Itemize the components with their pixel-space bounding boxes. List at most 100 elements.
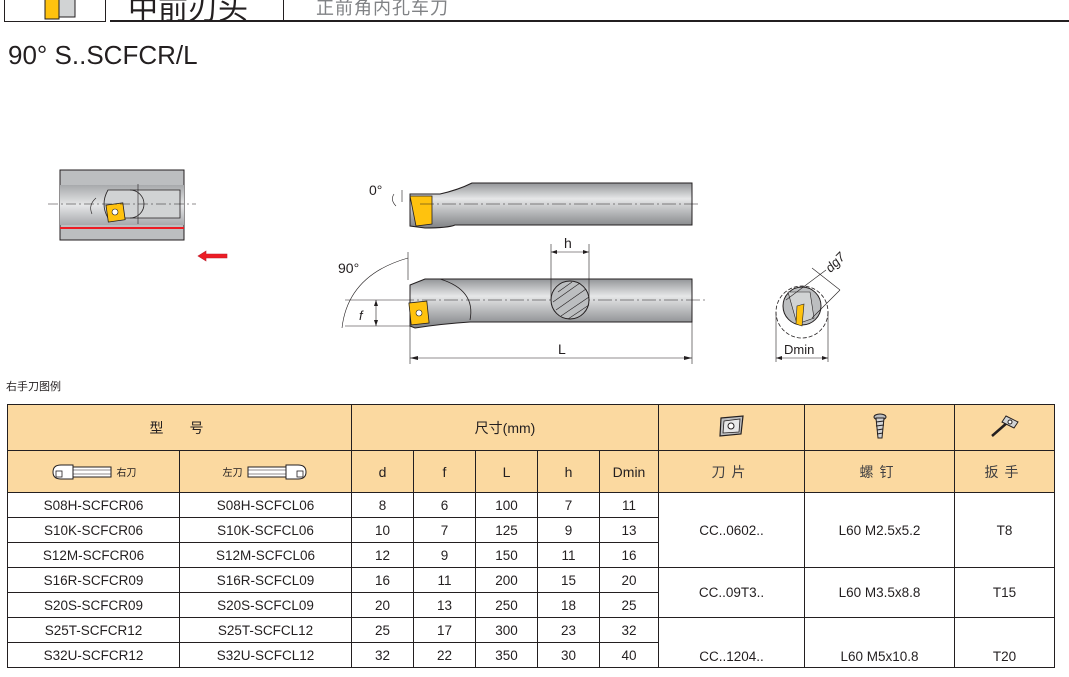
model-title: 90° S..SCFCR/L xyxy=(8,40,198,70)
col-screw: 螺钉 xyxy=(804,450,956,493)
left-hand-code: S08H-SCFCL06 xyxy=(179,492,352,518)
value-L: 150 xyxy=(475,542,538,568)
col-wrench: 扳手 xyxy=(954,450,1056,493)
value-d: 8 xyxy=(351,492,414,518)
left-hand-header: 左刀 xyxy=(179,450,352,493)
col-dmin: Dmin xyxy=(598,450,660,493)
right-hand-code: S08H-SCFCR06 xyxy=(7,492,180,518)
table-row: S08H-SCFCR06 S08H-SCFCL06 8 6 100 7 11 C… xyxy=(7,492,1056,568)
screw-code: L60 M3.5x8.8 xyxy=(804,567,956,618)
left-hand-label: 左刀 xyxy=(222,468,243,480)
value-dmin: 40 xyxy=(598,642,660,668)
value-h: 11 xyxy=(537,542,600,568)
value-f: 9 xyxy=(413,542,476,568)
value-h: 7 xyxy=(537,492,600,518)
col-L: L xyxy=(475,450,538,493)
value-h: 30 xyxy=(537,642,600,668)
col-d: d xyxy=(351,450,414,493)
technical-drawing: 0° h L f xyxy=(48,169,849,364)
value-f: 17 xyxy=(413,617,476,643)
value-d: 25 xyxy=(351,617,414,643)
table-header-row-1: 型 号 尺寸(mm) xyxy=(7,404,1056,451)
value-d: 32 xyxy=(351,642,414,668)
insert-code: CC..0602.. xyxy=(658,492,806,568)
wrench-icon xyxy=(954,404,1056,451)
dim-dg7-label: dg7 xyxy=(822,249,848,275)
top-view: 0° xyxy=(369,182,700,229)
screw-code: L60 M2.5x5.2 xyxy=(804,492,956,568)
screw-icon xyxy=(804,404,956,451)
header-tool-icon xyxy=(4,0,106,22)
value-h: 18 xyxy=(537,592,600,618)
application-view xyxy=(48,169,196,241)
spec-table: 型 号 尺寸(mm) 右刀 左刀 d f L h Dmin 刀片 螺钉 扳手 S… xyxy=(7,404,1056,668)
wrench-code: T15 xyxy=(954,567,1056,618)
right-hand-code: S20S-SCFCR09 xyxy=(7,592,180,618)
insert-icon xyxy=(658,404,806,451)
value-L: 350 xyxy=(475,642,538,668)
value-dmin: 13 xyxy=(598,517,660,543)
value-d: 10 xyxy=(351,517,414,543)
insert-code: CC..1204.. xyxy=(658,617,806,668)
value-h: 9 xyxy=(537,517,600,543)
end-view: dg7 Dmin xyxy=(775,249,849,362)
value-h: 15 xyxy=(537,567,600,593)
left-hand-code: S25T-SCFCL12 xyxy=(179,617,352,643)
left-hand-code: S12M-SCFCL06 xyxy=(179,542,352,568)
value-f: 6 xyxy=(413,492,476,518)
right-hand-header: 右刀 xyxy=(7,450,180,493)
angle-top-label: 0° xyxy=(369,182,382,198)
value-dmin: 32 xyxy=(598,617,660,643)
left-hand-code: S20S-SCFCL09 xyxy=(179,592,352,618)
screw-code: L60 M5x10.8 xyxy=(804,617,956,668)
value-L: 300 xyxy=(475,617,538,643)
col-insert: 刀片 xyxy=(658,450,806,493)
value-L: 100 xyxy=(475,492,538,518)
value-L: 250 xyxy=(475,592,538,618)
wrench-code: T8 xyxy=(954,492,1056,568)
value-f: 11 xyxy=(413,567,476,593)
right-hand-tool-icon xyxy=(52,464,112,480)
dim-h-label: h xyxy=(564,235,572,251)
table-row: S12M-SCFCR06 S12M-SCFCL06 12 9 150 11 16 xyxy=(7,542,1055,568)
value-d: 20 xyxy=(351,592,414,618)
header-rule xyxy=(110,20,1069,22)
wrench-code: T20 xyxy=(954,617,1056,668)
right-hand-code: S12M-SCFCR06 xyxy=(7,542,180,568)
table-row: S10K-SCFCR06 S10K-SCFCL06 10 7 125 9 13 xyxy=(7,517,1055,543)
insert-code: CC..09T3.. xyxy=(658,567,806,618)
header-model: 型 号 xyxy=(7,404,352,451)
right-hand-code: S16R-SCFCR09 xyxy=(7,567,180,593)
figure-caption: 右手刀图例 xyxy=(6,380,61,393)
dim-L-label: L xyxy=(558,341,566,357)
col-h: h xyxy=(537,450,600,493)
col-f: f xyxy=(413,450,476,493)
side-view: h L f 90° xyxy=(338,235,705,364)
value-f: 22 xyxy=(413,642,476,668)
right-hand-label: 右刀 xyxy=(116,468,137,480)
value-d: 16 xyxy=(351,567,414,593)
value-dmin: 11 xyxy=(598,492,660,518)
dim-f-label: f xyxy=(359,308,364,323)
table-row: S16R-SCFCR09 S16R-SCFCL09 16 11 200 15 2… xyxy=(7,567,1056,618)
value-f: 13 xyxy=(413,592,476,618)
value-L: 125 xyxy=(475,517,538,543)
feed-direction-arrow-icon xyxy=(197,250,228,262)
value-f: 7 xyxy=(413,517,476,543)
dim-dmin-label: Dmin xyxy=(784,342,814,357)
header-dims: 尺寸(mm) xyxy=(350,404,660,451)
left-hand-tool-icon xyxy=(247,464,307,480)
value-dmin: 16 xyxy=(598,542,660,568)
left-hand-code: S16R-SCFCL09 xyxy=(179,567,352,593)
value-h: 23 xyxy=(537,617,600,643)
header-separator xyxy=(283,0,284,20)
value-dmin: 20 xyxy=(598,567,660,593)
table-header-row-2: 右刀 左刀 d f L h Dmin 刀片 螺钉 扳手 xyxy=(7,450,1056,493)
table-row: S25T-SCFCR12 S25T-SCFCL12 25 17 300 23 3… xyxy=(7,617,1056,668)
value-d: 12 xyxy=(351,542,414,568)
angle-side-label: 90° xyxy=(338,260,359,276)
value-dmin: 25 xyxy=(598,592,660,618)
right-hand-code: S32U-SCFCR12 xyxy=(7,642,180,668)
right-hand-code: S10K-SCFCR06 xyxy=(7,517,180,543)
header-subtitle: 正前角内孔车刀 xyxy=(316,0,449,19)
